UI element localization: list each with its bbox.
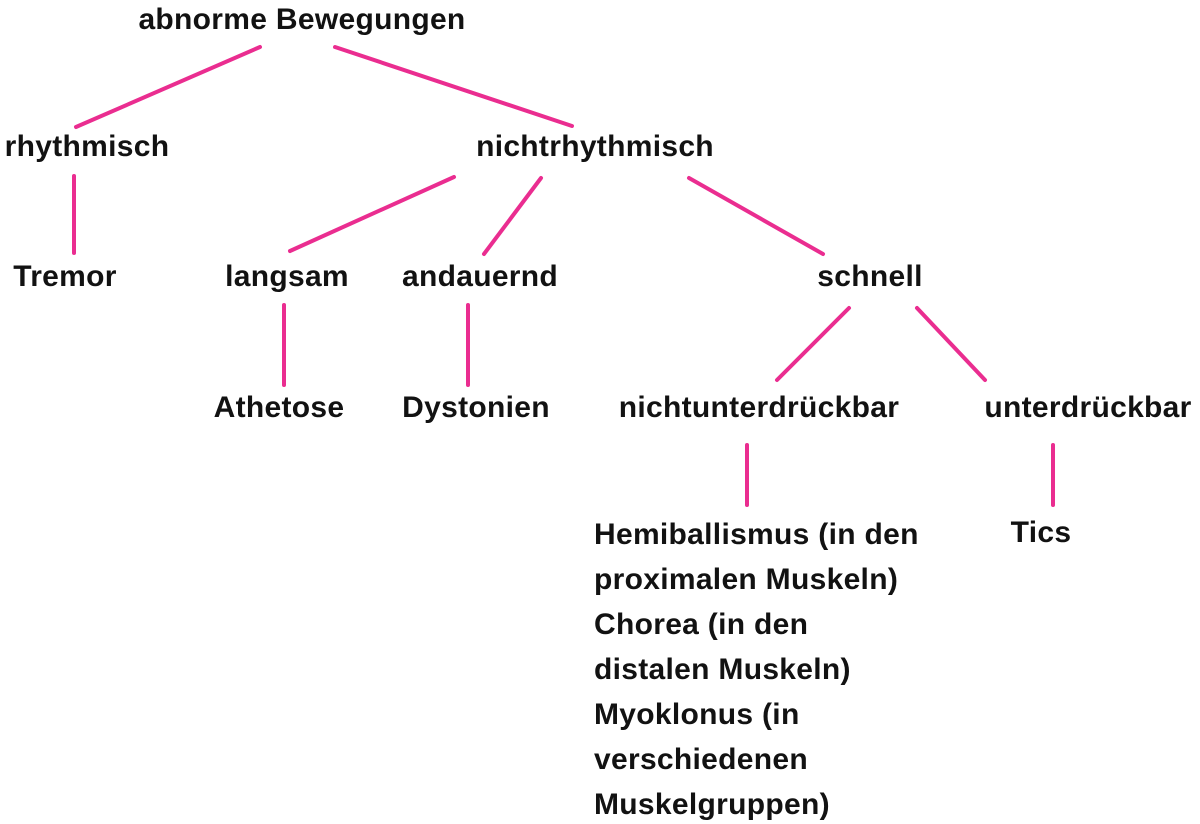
node-hyperkinesien: Hemiballismus (in den proximalen Muskeln… [594, 512, 919, 824]
hyperkinesien-line-4: distalen Muskeln) [594, 653, 851, 686]
hyperkinesien-line-3: Chorea (in den [594, 608, 809, 641]
node-tremor: Tremor [13, 260, 117, 293]
node-root: abnorme Bewegungen [138, 3, 466, 36]
edge-nichtrhythmisch-andauernd [482, 176, 543, 256]
edge-root-nichtrhythmisch [333, 45, 574, 128]
node-nichtrhythmisch: nichtrhythmisch [476, 130, 714, 163]
hyperkinesien-line-7: Muskelgruppen) [594, 788, 830, 821]
node-langsam: langsam [225, 260, 349, 293]
edge-root-rhythmisch [74, 45, 262, 129]
hyperkinesien-line-1: Hemiballismus (in den [594, 518, 919, 551]
hyperkinesien-line-5: Myoklonus (in [594, 698, 800, 731]
hyperkinesien-line-2: proximalen Muskeln) [594, 563, 899, 596]
edge-schnell-unterdrueckbar [915, 306, 987, 382]
node-athetose: Athetose [213, 391, 345, 424]
node-unterdrueckbar: unterdrückbar [984, 391, 1192, 424]
node-dystonien: Dystonien [402, 391, 550, 424]
node-schnell: schnell [817, 260, 923, 293]
hyperkinesien-line-6: verschiedenen [594, 743, 809, 776]
node-rhythmisch: rhythmisch [4, 130, 170, 163]
node-tics: Tics [1010, 516, 1072, 549]
edge-nichtrhythmisch-langsam [288, 175, 456, 253]
edge-schnell-nichtunterdrueckbar [775, 306, 851, 382]
node-andauernd: andauernd [401, 260, 559, 293]
node-nichtunterdrueckbar: nichtunterdrückbar [618, 391, 900, 424]
edge-nichtrhythmisch-schnell [687, 176, 825, 256]
